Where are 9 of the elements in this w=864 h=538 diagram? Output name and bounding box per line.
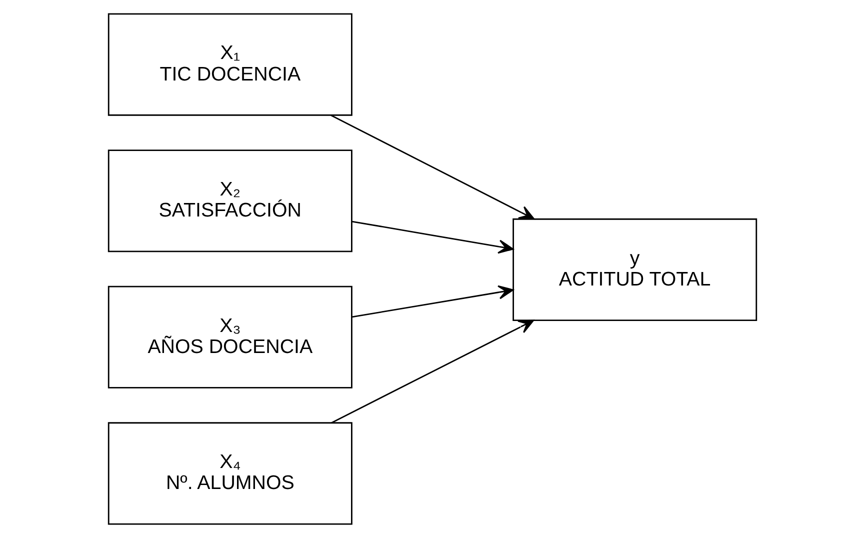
arrow (330, 320, 534, 424)
node-box: X₃ AÑOS DOCENCIA (107, 286, 352, 388)
arrow (352, 220, 514, 254)
node-box: X₁ TIC DOCENCIA (107, 13, 352, 116)
node-box: y ACTITUD TOTAL (512, 218, 757, 321)
node-box: X₂ SATISFACCIÓN (107, 150, 352, 252)
arrow (352, 285, 514, 318)
node-box: X₄ Nº. ALUMNOS (107, 422, 352, 525)
arrow (330, 114, 534, 220)
